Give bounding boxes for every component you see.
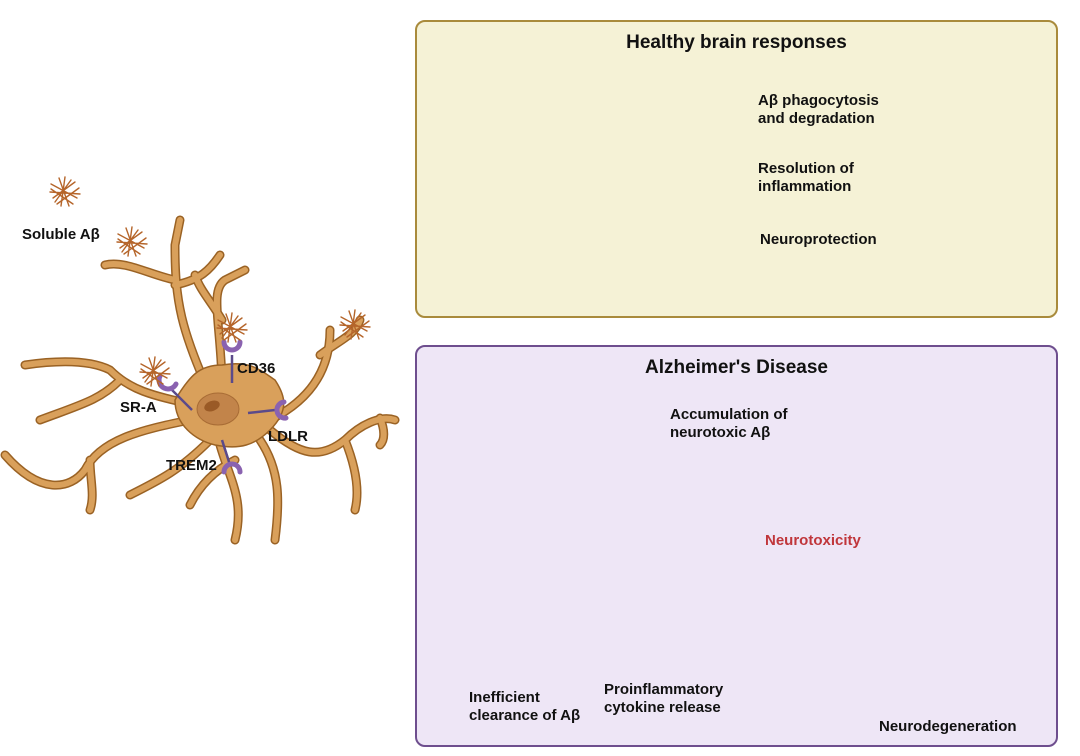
- receptor-label-cd36: CD36: [237, 360, 276, 377]
- amyloid-cluster-icon: [49, 176, 81, 207]
- healthy-brain-panel: Healthy brain responses: [415, 20, 1058, 318]
- panel-title: Alzheimer's Disease: [644, 357, 828, 378]
- soluble-abeta-label: Soluble Aβ: [22, 226, 100, 243]
- cd36-receptor-icon: [221, 339, 243, 353]
- trem2-receptor-icon: [221, 461, 243, 475]
- ldlr-receptor-icon: [274, 399, 289, 421]
- outcome-label: Neuroprotection: [760, 231, 877, 248]
- receptor-label-sr-a: SR-A: [120, 399, 157, 416]
- neurodegeneration-label: Neurodegeneration: [879, 718, 1017, 735]
- alzheimers-panel: Alzheimer's Disease: [415, 345, 1058, 747]
- receptor-label-trem2: TREM2: [166, 457, 217, 474]
- amyloid-cluster-icon: [139, 356, 171, 387]
- amyloid-cluster-icon: [116, 226, 148, 257]
- panel-title: Healthy brain responses: [626, 32, 847, 53]
- neurotoxicity-label: Neurotoxicity: [765, 532, 861, 549]
- resting-microglia: [0, 176, 400, 545]
- receptors: [169, 355, 276, 466]
- receptor-label-ldlr: LDLR: [268, 428, 308, 445]
- sra-receptor-icon: [156, 373, 179, 392]
